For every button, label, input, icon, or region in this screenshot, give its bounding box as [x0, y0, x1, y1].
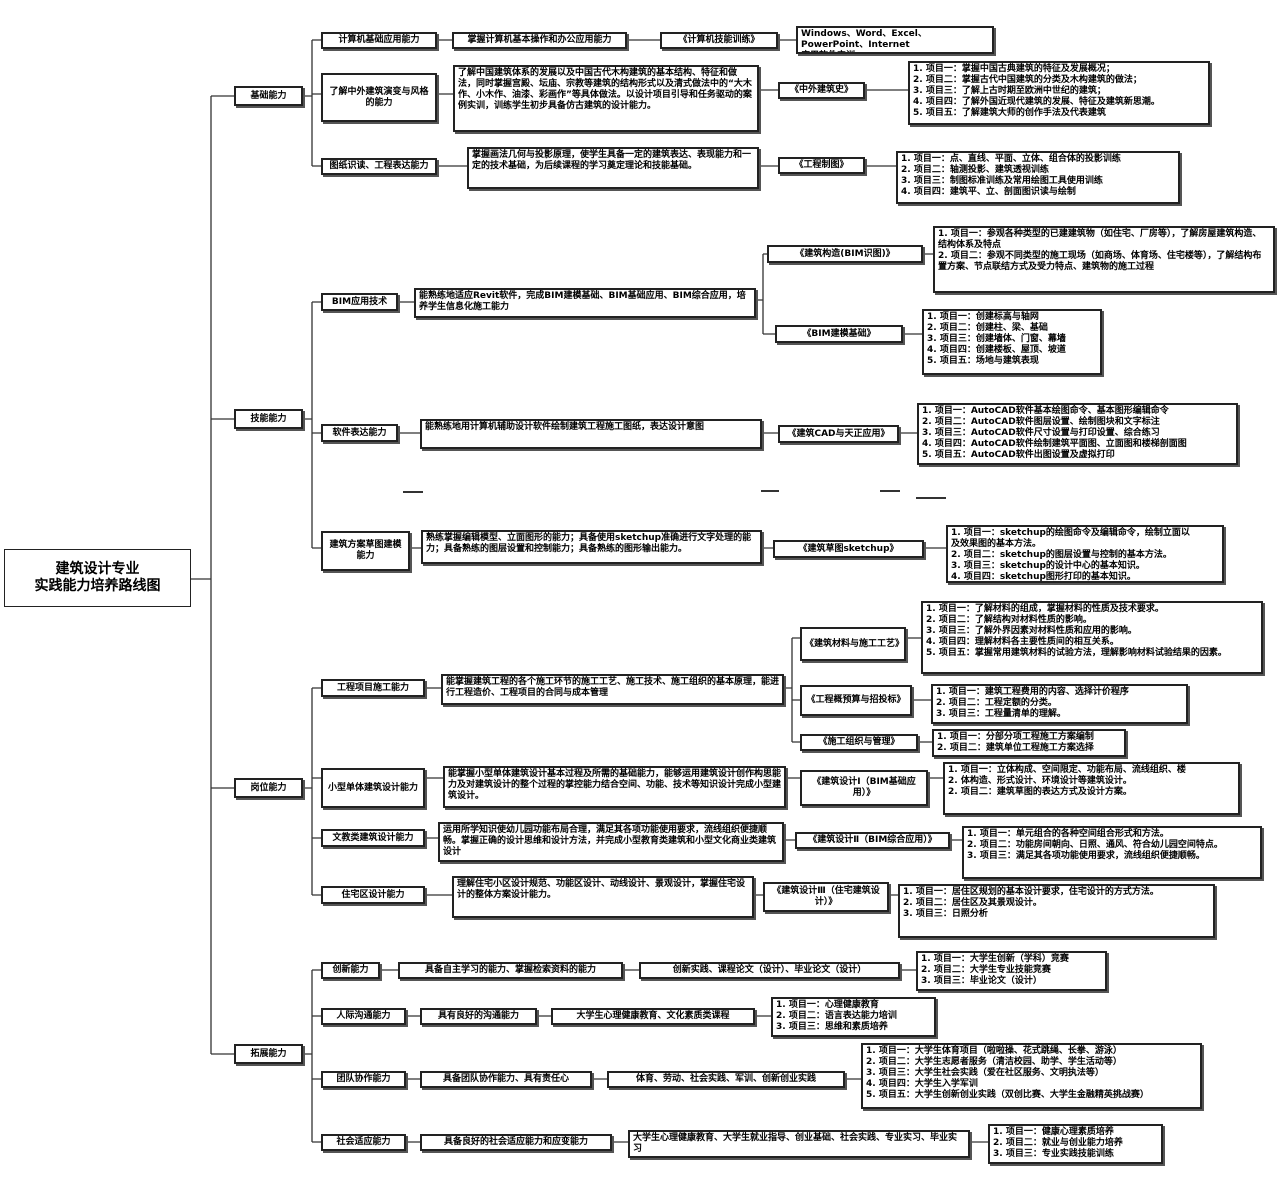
category-ext: 拓展能力	[234, 1044, 303, 1064]
content-box: 1. 项目一：了解材料的组成，掌握材料的性质及技术要求。 2. 项目二：了解结构…	[921, 601, 1263, 674]
root-title: 建筑设计专业 实践能力培养路线图	[4, 549, 191, 607]
course-box: 《建筑材料与施工工艺》	[800, 627, 906, 661]
category-post: 岗位能力	[234, 778, 303, 798]
content-box: 1. 项目一：创建标高与轴网 2. 项目二：创建柱、梁、基础 3. 项目三：创建…	[922, 309, 1102, 375]
requirement-box: 运用所学知识使幼儿园功能布局合理，满足其各项功能使用要求，流线组织便捷顺畅。掌握…	[438, 822, 784, 862]
requirement-box: 熟练掌握编辑模型、立面图形的能力；具备使用sketchup准确进行文字处理的能力…	[421, 530, 762, 564]
content-box: 1. 项目一：AutoCAD软件基本绘图命令、基本图形编辑命令 2. 项目二：A…	[917, 403, 1238, 465]
category-basic: 基础能力	[234, 86, 303, 106]
requirement-box: 具备良好的社会适应能力和应变能力	[420, 1134, 612, 1151]
course-box: 《建筑草图sketchup》	[773, 540, 924, 558]
ability-box: 建筑方案草图建模能力	[321, 531, 410, 571]
course-box: 《建筑设计Ⅲ（住宅建筑设计）》	[763, 882, 889, 912]
content-box: 1. 项目一：居住区规划的基本设计要求，住宅设计的方式方法。 2. 项目二：居住…	[898, 884, 1215, 938]
ability-box: 软件表达能力	[321, 424, 398, 442]
ability-box: 图纸识读、工程表达能力	[321, 158, 437, 175]
requirement-box: 了解中国建筑体系的发展以及中国古代木构建筑的基本结构、特征和做法，同时掌握宫殿、…	[453, 65, 759, 132]
content-box: Windows、Word、Excel、PowerPoint、Internet 应…	[796, 26, 994, 54]
requirement-box: 理解住宅小区设计规范、功能区设计、动线设计、景观设计，掌握住宅设计的整体方案设计…	[452, 876, 754, 918]
content-box: 1. 项目一：分部分项工程施工方案编制 2. 项目二：建筑单位工程施工方案选择	[932, 729, 1126, 757]
divider-mark	[916, 497, 946, 499]
requirement-box: 掌握计算机基本操作和办公应用能力	[452, 32, 627, 49]
content-box: 1. 项目一：大学生体育项目（啦啦操、花式跳绳、长拳、游泳） 2. 项目二：大学…	[861, 1043, 1202, 1109]
ability-box: 计算机基础应用能力	[321, 32, 437, 49]
divider-mark	[761, 490, 779, 492]
content-box: 1. 项目一：大学生创新（学科）竞赛 2. 项目二：大学生专业技能竞赛 3. 项…	[916, 951, 1107, 991]
ability-box: 了解中外建筑演变与风格的能力	[321, 73, 437, 122]
requirement-box: 能掌握建筑工程的各个施工环节的施工工艺、施工技术、施工组织的基本原理，能进行工程…	[441, 674, 784, 705]
content-box: 1. 项目一：sketchup的绘图命令及编辑命令，绘制立面以 及效果图的基本方…	[946, 525, 1224, 583]
requirement-box: 具备团队协作能力、具有责任心	[420, 1071, 592, 1088]
ability-box: 人际沟通能力	[321, 1008, 406, 1025]
content-box: 1. 项目一：建筑工程费用的内容、选择计价程序 2. 项目二：工程定额的分类。 …	[931, 684, 1188, 724]
requirement-box: 能熟练地适应Revit软件，完成BIM建模基础、BIM基础应用、BIM综合应用，…	[414, 288, 756, 318]
course-box: 《建筑构造(BIM识图)》	[767, 245, 923, 263]
course-box: 大学生心理健康教育、大学生就业指导、创业基础、社会实践、专业实习、毕业实习	[628, 1130, 970, 1158]
course-box: 体育、劳动、社会实践、军训、创新创业实践	[607, 1071, 845, 1088]
content-box: 1. 项目一：参观各种类型的已建建筑物（如住宅、厂房等），了解房屋建筑构造、结构…	[933, 226, 1275, 293]
content-box: 1. 项目一：点、直线、平面、立体、组合体的投影训练 2. 项目二：轴测投影、建…	[896, 151, 1180, 204]
requirement-box: 具备自主学习的能力、掌握检索资料的能力	[398, 962, 623, 979]
course-box: 创新实践、课程论文（设计）、毕业论文（设计）	[639, 962, 900, 979]
ability-box: 文教类建筑设计能力	[321, 829, 425, 847]
divider-mark	[880, 490, 900, 492]
content-box: 1. 项目一：立体构成、空间限定、功能布局、流线组织、楼 2. 体构造、形式设计…	[943, 762, 1240, 815]
ability-box: 工程项目施工能力	[321, 679, 425, 697]
requirement-box: 能熟练地用计算机辅助设计软件绘制建筑工程施工图纸，表达设计意图	[420, 419, 762, 449]
course-box: 《建筑CAD与天正应用》	[778, 425, 899, 443]
requirement-box: 具有良好的沟通能力	[420, 1008, 537, 1025]
content-box: 1. 项目一：健康心理素质培养 2. 项目二：就业与创业能力培养 3. 项目三：…	[988, 1124, 1163, 1164]
ability-box: 团队协作能力	[321, 1071, 406, 1088]
course-box: 《计算机技能训练》	[660, 32, 778, 49]
ability-box: BIM应用技术	[321, 293, 398, 311]
requirement-box: 掌握画法几何与投影原理，使学生具备一定的建筑表达、表现能力和一定的技术基础，为后…	[467, 147, 759, 189]
ability-box: 住宅区设计能力	[321, 886, 425, 904]
course-box: 《中外建筑史》	[778, 82, 865, 99]
course-box: 《施工组织与管理》	[800, 734, 918, 751]
course-box: 《BIM建模基础》	[775, 325, 903, 343]
course-box: 《工程概预算与招投标》	[800, 685, 912, 716]
course-box: 《工程制图》	[778, 157, 865, 174]
ability-box: 小型单体建筑设计能力	[321, 768, 425, 808]
ability-box: 创新能力	[321, 962, 380, 979]
content-box: 1. 项目一：掌握中国古典建筑的特征及发展概况； 2. 项目二：掌握古代中国建筑…	[908, 61, 1210, 125]
ability-box: 社会适应能力	[321, 1134, 406, 1151]
requirement-box: 能掌握小型单体建筑设计基本过程及所需的基础能力，能够运用建筑设计创作构思能力及对…	[443, 766, 786, 808]
category-skill: 技能能力	[234, 409, 303, 429]
content-box: 1. 项目一：心理健康教育 2. 项目二：语言表达能力培训 3. 项目三：思维和…	[771, 997, 936, 1037]
course-box: 《建筑设计Ⅰ（BIM基础应用）》	[800, 770, 928, 806]
divider-mark	[403, 491, 423, 493]
course-box: 大学生心理健康教育、文化素质类课程	[551, 1008, 755, 1025]
course-box: 《建筑设计Ⅱ（BIM综合应用）》	[795, 832, 950, 849]
content-box: 1. 项目一：单元组合的各种空间组合形式和方法。 2. 项目二：功能房间朝向、日…	[962, 826, 1262, 879]
